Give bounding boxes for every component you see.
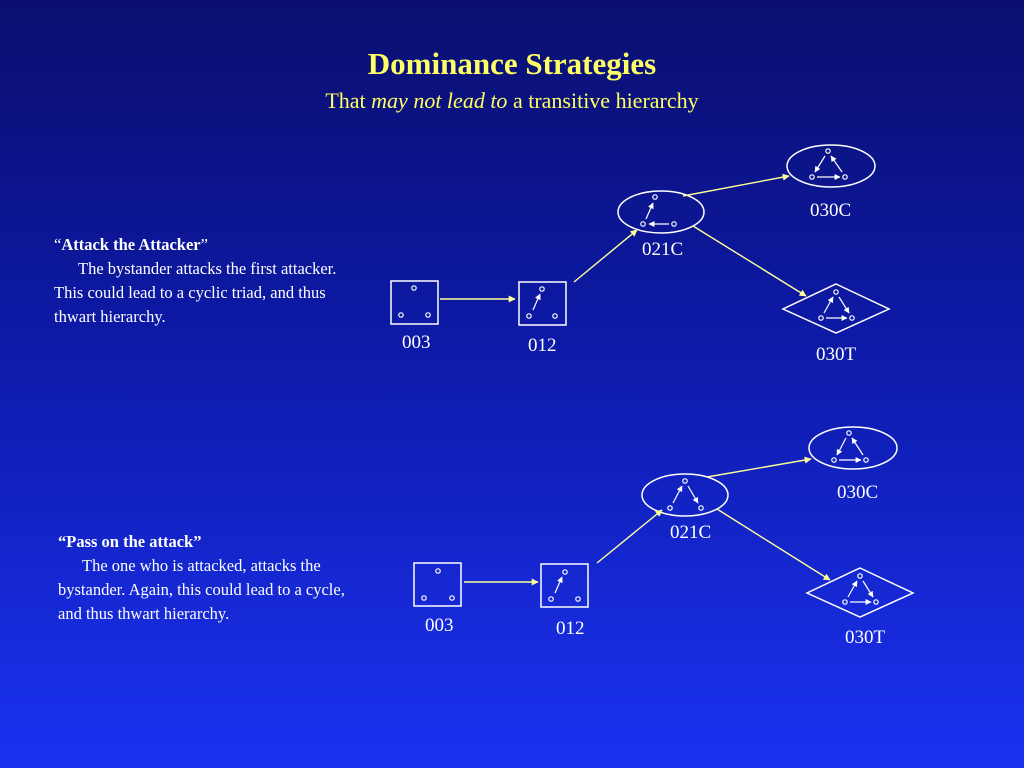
- label-030t: 030T: [816, 344, 857, 365]
- label-030c: 030C: [837, 482, 878, 503]
- triad-021c: [617, 190, 705, 234]
- label-021c: 021C: [642, 239, 683, 260]
- arrow-021c-to-030t: [692, 225, 807, 297]
- label-021c: 021C: [670, 522, 711, 543]
- triad-012: [540, 563, 589, 608]
- triad-021c: [641, 473, 729, 517]
- arrow-021c-to-030c: [706, 456, 812, 478]
- strategy-pass-on-the-attack: “Pass on the attack” The one who is atta…: [58, 530, 348, 626]
- triad-030c: [808, 426, 898, 470]
- triad-030t: [781, 283, 891, 334]
- strategy-attack-the-attacker: “Attack the Attacker” The bystander atta…: [54, 233, 354, 329]
- strategy-body: The bystander attacks the first attacker…: [54, 259, 337, 326]
- open-quote: “: [54, 235, 62, 254]
- diagram-pass-on-the-attack: 003 012 021C 0: [413, 426, 915, 648]
- triad-003: [390, 280, 439, 325]
- subtitle-emphasis: may not lead to: [371, 88, 508, 113]
- strategy-body: The one who is attacked, attacks the bys…: [58, 556, 345, 623]
- subtitle-before: That: [325, 88, 372, 113]
- close-quote: ”: [200, 235, 208, 254]
- strategy-heading: Attack the Attacker: [61, 235, 201, 254]
- label-012: 012: [556, 618, 585, 639]
- strategy-heading: “Pass on the attack”: [58, 532, 202, 551]
- arrow-012-to-021c: [596, 509, 663, 564]
- arrow-021c-to-030c: [682, 173, 790, 197]
- arrow-012-to-021c: [573, 229, 638, 283]
- diagram-attack-the-attacker: 003 012 021C 0: [390, 144, 891, 365]
- triad-012: [518, 281, 567, 326]
- subtitle-after: a transitive hierarchy: [507, 88, 699, 113]
- label-012: 012: [528, 335, 557, 356]
- slide-subtitle: That may not lead to a transitive hierar…: [0, 88, 1024, 114]
- label-003: 003: [402, 332, 431, 353]
- label-030c: 030C: [810, 200, 851, 221]
- triad-030c: [786, 144, 876, 188]
- label-030t: 030T: [845, 627, 886, 648]
- slide-title: Dominance Strategies: [367, 46, 657, 81]
- triad-003: [413, 562, 462, 607]
- arrow-021c-to-030t: [716, 508, 831, 581]
- triad-030t: [805, 567, 915, 618]
- label-003: 003: [425, 615, 454, 636]
